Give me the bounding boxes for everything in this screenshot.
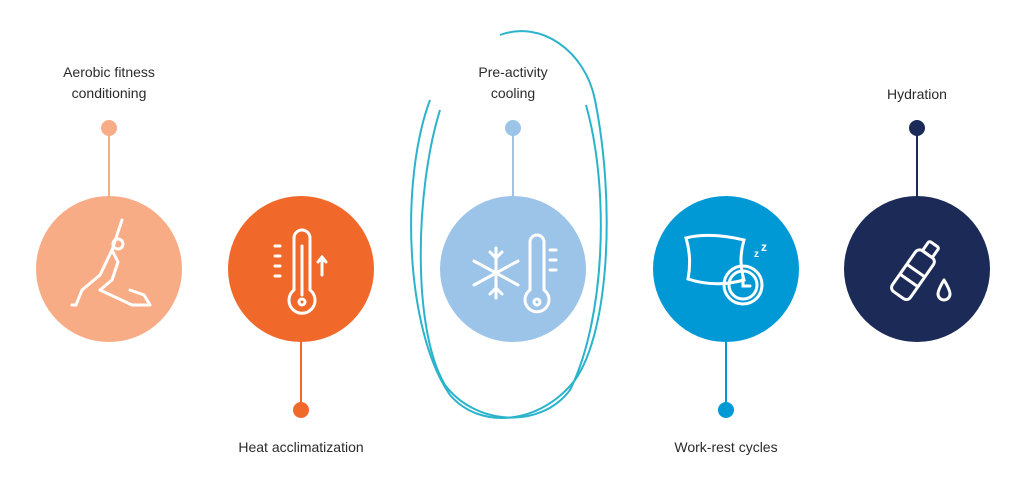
step-work-rest: z z [653, 196, 799, 418]
pin-dot [101, 120, 117, 136]
label-line: conditioning [71, 85, 147, 101]
step-aerobic [36, 120, 182, 342]
step-label-hydration: Hydration [887, 86, 947, 102]
pin-dot [505, 120, 521, 136]
step-label-aerobic: Aerobic fitness conditioning [29, 62, 189, 104]
step-circle [844, 196, 990, 342]
yoga-pose-icon [70, 218, 152, 307]
water-bottle-icon [890, 240, 952, 302]
step-circle [653, 196, 799, 342]
step-label-cooling: Pre-activity cooling [433, 62, 593, 104]
label-line: cooling [490, 85, 536, 101]
svg-text:z: z [754, 249, 759, 260]
pillow-clock-icon: z z [684, 233, 767, 306]
svg-text:z: z [761, 240, 767, 254]
step-heat [228, 196, 374, 418]
pin-dot [909, 120, 925, 136]
snowflake-icon [472, 246, 520, 300]
step-circle [440, 196, 586, 342]
thermometer-rising-icon [273, 228, 328, 315]
pin-dot [293, 402, 309, 418]
label-line: Pre-activity [478, 64, 548, 80]
pin-dot [718, 402, 734, 418]
step-circle [36, 196, 182, 342]
step-cooling [440, 120, 586, 342]
thermometer-icon [523, 233, 558, 314]
step-label-work-rest: Work-rest cycles [674, 439, 778, 455]
highlight-annotation [410, 30, 608, 419]
label-line: Aerobic fitness [63, 64, 155, 80]
step-label-heat: Heat acclimatization [238, 439, 364, 455]
step-hydration [844, 120, 990, 342]
